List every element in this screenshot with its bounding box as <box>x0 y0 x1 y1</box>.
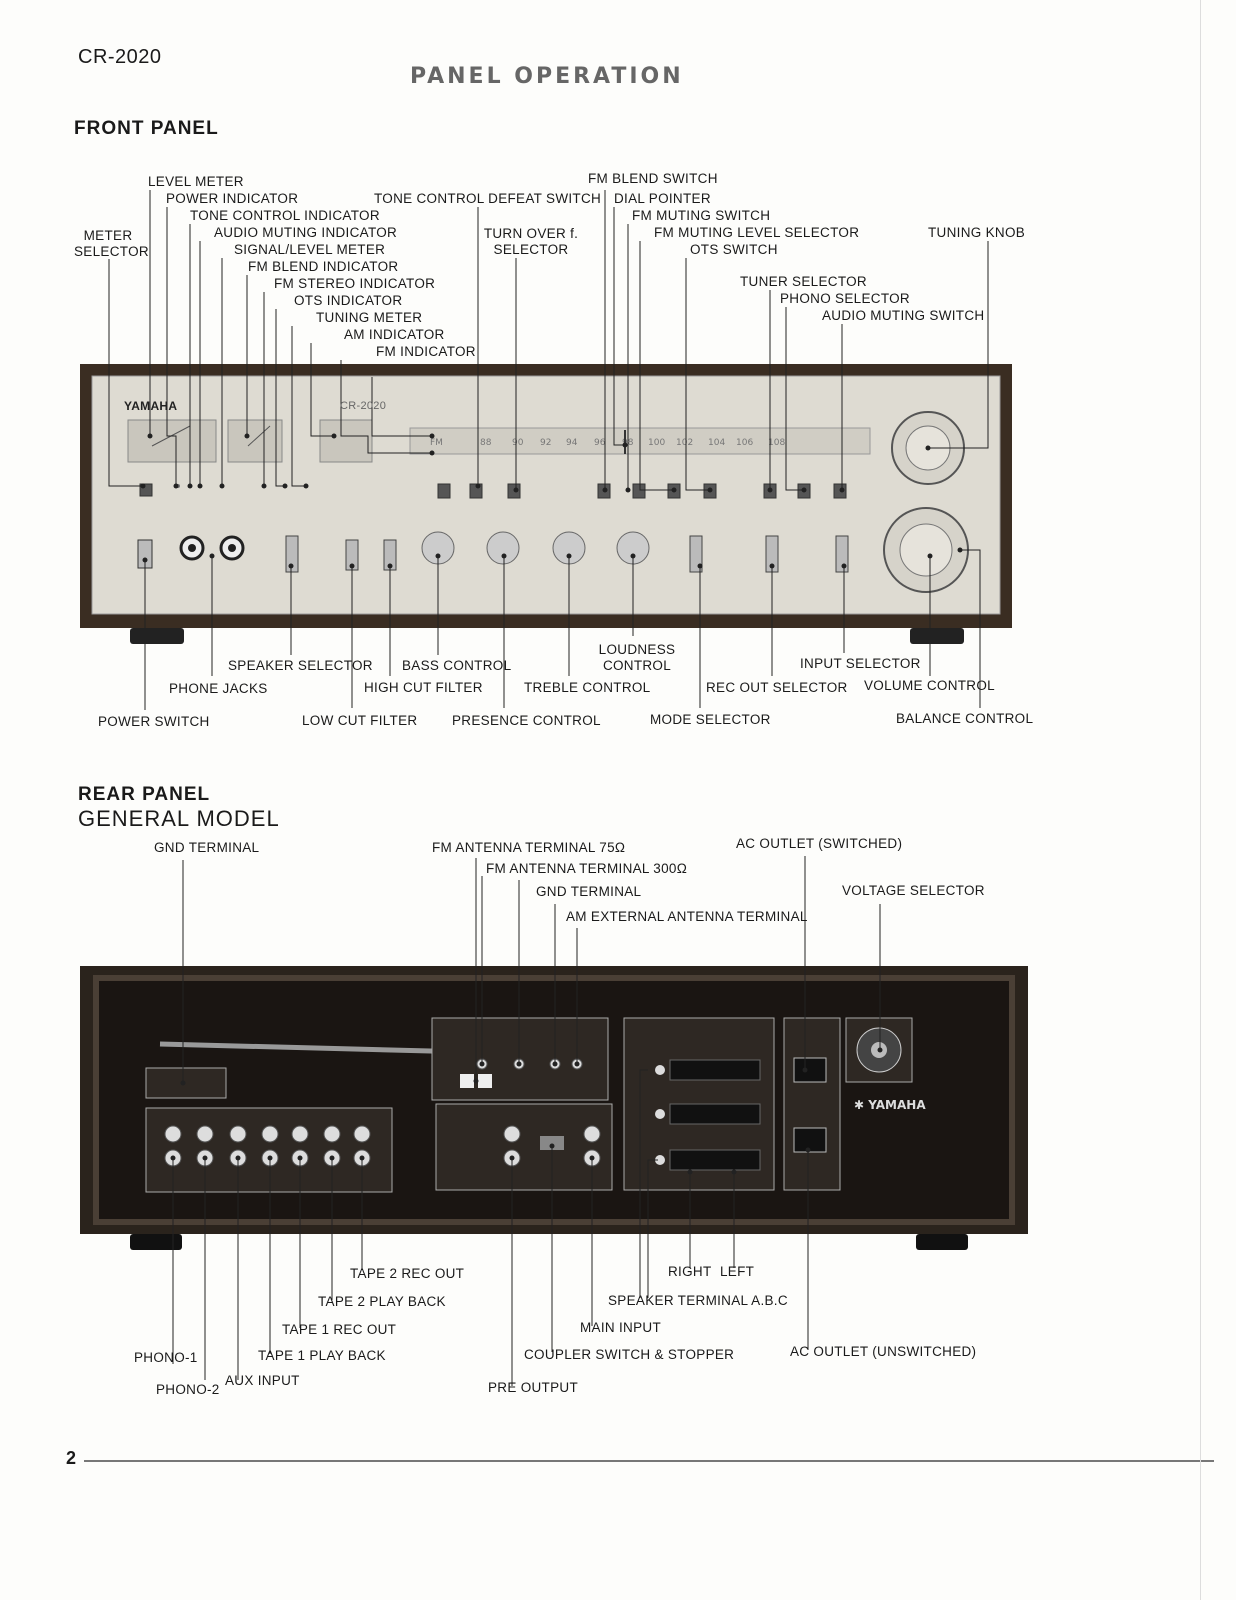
label-mode-selector: MODE SELECTOR <box>650 712 771 727</box>
svg-text:104: 104 <box>708 438 725 448</box>
label-tape1-play-back: TAPE 1 PLAY BACK <box>258 1348 386 1363</box>
label-meter-selector: METER SELECTOR <box>74 228 149 259</box>
footer-rule <box>84 1460 1214 1462</box>
label-am-external-antenna: AM EXTERNAL ANTENNA TERMINAL <box>566 909 808 924</box>
label-speaker-selector: SPEAKER SELECTOR <box>228 658 373 673</box>
front-model-badge: CR-2020 <box>340 400 387 412</box>
label-fm-antenna-75: FM ANTENNA TERMINAL 75Ω <box>432 840 626 855</box>
label-tape1-rec-out: TAPE 1 REC OUT <box>282 1322 397 1337</box>
label-left: LEFT <box>720 1264 755 1279</box>
label-ots-switch: OTS SWITCH <box>690 242 778 257</box>
label-fm-blend-indicator: FM BLEND INDICATOR <box>248 259 399 274</box>
label-presence-control: PRESENCE CONTROL <box>452 713 601 728</box>
label-audio-muting-switch: AUDIO MUTING SWITCH <box>822 308 985 323</box>
label-phono-2: PHONO-2 <box>156 1382 220 1397</box>
svg-text:FM: FM <box>430 438 443 448</box>
label-gnd-terminal: GND TERMINAL <box>154 840 260 855</box>
label-balance-control: BALANCE CONTROL <box>896 711 1034 726</box>
label-tuning-meter: TUNING METER <box>316 310 423 325</box>
label-fm-blend-switch: FM BLEND SWITCH <box>588 171 718 186</box>
page-number: 2 <box>66 1448 77 1468</box>
label-power-switch: POWER SWITCH <box>98 714 210 729</box>
label-gnd-terminal-2: GND TERMINAL <box>536 884 642 899</box>
svg-text:92: 92 <box>540 438 551 448</box>
svg-text:94: 94 <box>566 438 578 448</box>
label-tone-control-defeat-switch: TONE CONTROL DEFEAT SWITCH <box>374 191 602 206</box>
rear-panel-subtitle: GENERAL MODEL <box>78 806 280 831</box>
front-panel-heading: FRONT PANEL <box>74 118 219 139</box>
label-treble-control: TREBLE CONTROL <box>524 680 651 695</box>
model-number: CR-2020 <box>78 46 162 68</box>
label-loudness-control: LOUDNESS CONTROL <box>598 642 676 673</box>
label-input-selector: INPUT SELECTOR <box>800 656 921 671</box>
label-tuner-selector: TUNER SELECTOR <box>740 274 867 289</box>
label-tone-control-indicator: TONE CONTROL INDICATOR <box>190 208 380 223</box>
label-phono-1: PHONO-1 <box>134 1350 198 1365</box>
svg-text:102: 102 <box>676 438 693 448</box>
label-phono-selector: PHONO SELECTOR <box>780 291 910 306</box>
label-rec-out-selector: REC OUT SELECTOR <box>706 680 848 695</box>
label-fm-muting-level-selector: FM MUTING LEVEL SELECTOR <box>654 225 860 240</box>
rear-brand: ✱ YAMAHA <box>854 1098 926 1112</box>
label-speaker-terminal: SPEAKER TERMINAL A.B.C <box>608 1293 788 1308</box>
label-bass-control: BASS CONTROL <box>402 658 512 673</box>
label-signal-level-meter: SIGNAL/LEVEL METER <box>234 242 386 257</box>
label-level-meter: LEVEL METER <box>148 174 244 189</box>
label-fm-antenna-300: FM ANTENNA TERMINAL 300Ω <box>486 861 688 876</box>
front-brand: YAMAHA <box>124 399 178 413</box>
label-power-indicator: POWER INDICATOR <box>166 191 299 206</box>
label-aux-input: AUX INPUT <box>225 1373 300 1388</box>
label-coupler-switch: COUPLER SWITCH & STOPPER <box>524 1347 735 1362</box>
label-pre-output: PRE OUTPUT <box>488 1380 579 1395</box>
label-ots-indicator: OTS INDICATOR <box>294 293 403 308</box>
label-tape2-rec-out: TAPE 2 REC OUT <box>350 1266 465 1281</box>
label-phone-jacks: PHONE JACKS <box>169 681 268 696</box>
svg-text:100: 100 <box>648 438 665 448</box>
label-tuning-knob: TUNING KNOB <box>928 225 1026 240</box>
label-volume-control: VOLUME CONTROL <box>864 678 995 693</box>
svg-text:96: 96 <box>594 438 606 448</box>
margin-line <box>1200 0 1201 1600</box>
label-high-cut-filter: HIGH CUT FILTER <box>364 680 483 695</box>
label-ac-outlet-unswitched: AC OUTLET (UNSWITCHED) <box>790 1344 977 1359</box>
rear-panel-heading: REAR PANEL <box>78 784 211 805</box>
label-fm-muting-switch: FM MUTING SWITCH <box>632 208 771 223</box>
label-tape2-play-back: TAPE 2 PLAY BACK <box>318 1294 446 1309</box>
label-low-cut-filter: LOW CUT FILTER <box>302 713 418 728</box>
label-audio-muting-indicator: AUDIO MUTING INDICATOR <box>214 225 398 240</box>
label-turn-over-selector: TURN OVER f. SELECTOR <box>483 226 579 257</box>
label-ac-outlet-switched: AC OUTLET (SWITCHED) <box>736 836 903 851</box>
label-fm-stereo-indicator: FM STEREO INDICATOR <box>274 276 436 291</box>
svg-text:90: 90 <box>512 438 524 448</box>
page-title: PANEL OPERATION <box>410 64 684 89</box>
svg-text:106: 106 <box>736 438 753 448</box>
label-am-indicator: AM INDICATOR <box>344 327 445 342</box>
label-dial-pointer: DIAL POINTER <box>614 191 711 206</box>
svg-text:88: 88 <box>480 438 492 448</box>
label-right: RIGHT <box>668 1264 712 1279</box>
label-voltage-selector: VOLTAGE SELECTOR <box>842 883 985 898</box>
svg-text:108: 108 <box>768 438 785 448</box>
label-fm-indicator: FM INDICATOR <box>376 344 476 359</box>
label-main-input: MAIN INPUT <box>580 1320 662 1335</box>
